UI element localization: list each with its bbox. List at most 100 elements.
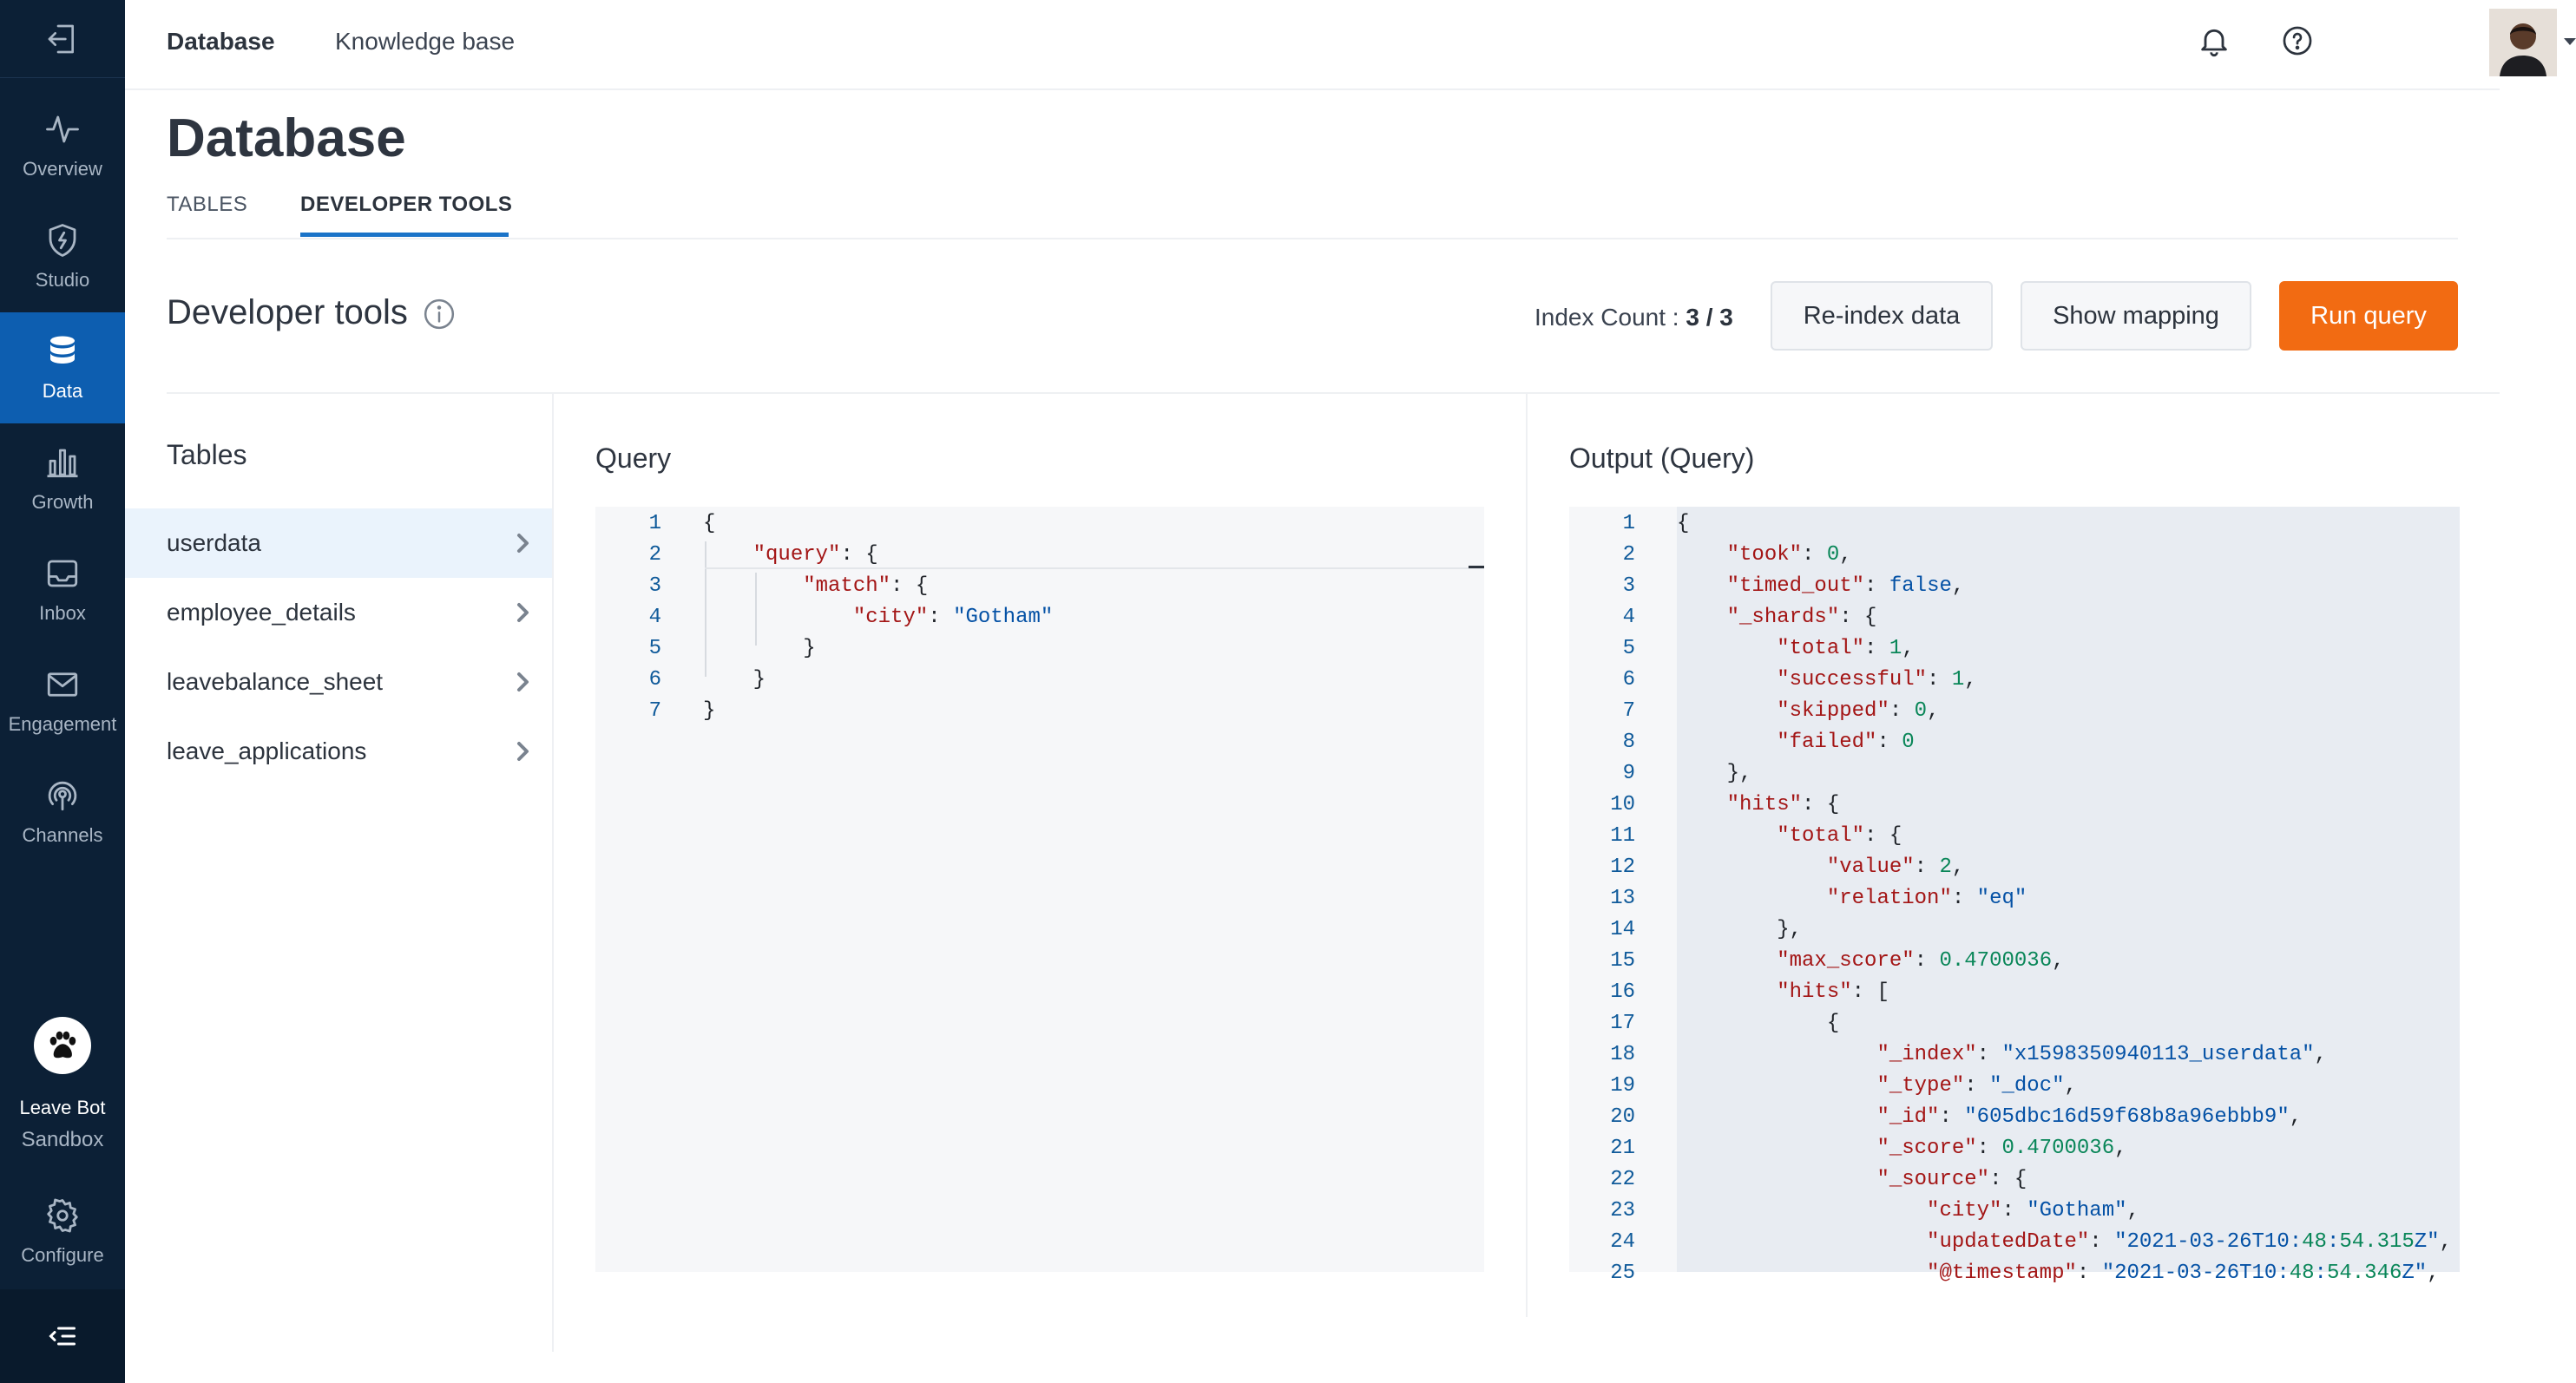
- notifications-button[interactable]: [2192, 19, 2236, 62]
- line-number: 25: [1610, 1262, 1635, 1285]
- line-number: 11: [1610, 824, 1635, 848]
- line-number: 18: [1610, 1043, 1635, 1066]
- line-number: 8: [1622, 731, 1635, 754]
- code-line: "match": {: [803, 574, 929, 598]
- bot-environment: Sandbox: [21, 1128, 104, 1151]
- account-menu-caret[interactable]: [2564, 38, 2576, 45]
- table-name: userdata: [167, 529, 261, 556]
- line-number: 12: [1610, 855, 1635, 879]
- bot-name: Leave Bot: [19, 1097, 106, 1118]
- line-number: 1: [648, 512, 661, 535]
- reindex-data-button[interactable]: Re-index data: [1771, 281, 1993, 351]
- line-number: 14: [1610, 918, 1635, 941]
- active-tab-indicator: [300, 233, 509, 237]
- code-line: "value": 2,: [1826, 855, 1965, 879]
- code-line: {: [703, 512, 716, 535]
- help-button[interactable]: [2276, 19, 2319, 62]
- sidebar-item-label: Channels: [22, 824, 103, 846]
- header-link-knowledge-base[interactable]: Knowledge base: [335, 28, 516, 55]
- sidebar-item-data[interactable]: Data: [0, 312, 125, 423]
- top-header: Database Knowledge base: [125, 0, 2576, 90]
- show-mapping-button[interactable]: Show mapping: [2021, 281, 2251, 351]
- code-line: "hits": [: [1777, 980, 1889, 1004]
- line-number: 9: [1622, 762, 1635, 785]
- output-editor[interactable]: 1{2 "took": 0,3 "timed_out": false,4 "_s…: [1569, 507, 2460, 1285]
- tabs-divider: [167, 238, 2458, 239]
- bell-icon: [2201, 29, 2227, 56]
- sidebar-item-label: Data: [42, 380, 83, 402]
- table-item-leave-applications[interactable]: leave_applications: [125, 717, 552, 786]
- scroll-marker: [1469, 566, 1484, 568]
- line-number: 15: [1610, 949, 1635, 973]
- line-number: 10: [1610, 793, 1635, 816]
- code-line: "city": "Gotham": [852, 606, 1054, 629]
- inbox-icon: [47, 560, 78, 587]
- user-photo-icon: [2489, 9, 2557, 76]
- line-number: 2: [1622, 543, 1635, 567]
- query-panel-title: Query: [595, 442, 672, 474]
- line-number: 5: [1622, 637, 1635, 660]
- query-editor[interactable]: 1{2 "query": {3 "match": {4 "city": "Got…: [595, 507, 1484, 1272]
- table-item-userdata[interactable]: userdata: [125, 508, 552, 578]
- header-link-database[interactable]: Database: [167, 28, 275, 55]
- chevron-right-icon: [517, 742, 529, 761]
- code-line: "query": {: [752, 543, 878, 567]
- line-number: 16: [1610, 980, 1635, 1004]
- exit-button[interactable]: [0, 0, 125, 78]
- sidebar-item-growth[interactable]: Growth: [0, 423, 125, 534]
- info-icon[interactable]: [422, 297, 457, 331]
- code-line: "_id": "605dbc16d59f68b8a96ebbb9",: [1876, 1105, 2303, 1129]
- sidebar-item-label: Inbox: [39, 602, 86, 624]
- code-line: {: [1677, 512, 1690, 535]
- code-line: "@timestamp": "2021-03-26T10:48:54.346Z"…: [1927, 1262, 2440, 1285]
- tab-tables[interactable]: TABLES: [167, 193, 248, 216]
- line-number: 22: [1610, 1168, 1635, 1191]
- code-line: }: [703, 699, 716, 723]
- sidebar-item-configure[interactable]: Configure: [0, 1180, 125, 1284]
- sidebar-item-inbox[interactable]: Inbox: [0, 534, 125, 646]
- code-line: {: [1677, 1012, 1840, 1035]
- code-line: }: [703, 668, 766, 692]
- sidebar-item-label: Configure: [21, 1244, 104, 1266]
- sidebar-item-channels[interactable]: Channels: [0, 757, 125, 868]
- table-name: leavebalance_sheet: [167, 668, 384, 695]
- line-number: 24: [1610, 1230, 1635, 1254]
- code-line: "hits": {: [1726, 793, 1840, 816]
- exit-icon: [48, 24, 74, 53]
- bot-avatar[interactable]: [34, 1017, 91, 1074]
- panels-divider: [1526, 392, 1528, 1317]
- selection-highlight: [1677, 507, 2460, 1272]
- code-line: "_source": {: [1876, 1168, 2027, 1191]
- activity-icon: [46, 115, 79, 143]
- database-icon: [50, 336, 75, 364]
- index-count-label: Index Count :: [1534, 304, 1686, 331]
- section-divider: [167, 392, 2500, 394]
- user-avatar[interactable]: [2489, 9, 2557, 76]
- sidebar-item-label: Studio: [35, 269, 90, 291]
- code-line: "took": 0,: [1726, 543, 1852, 567]
- tab-developer-tools[interactable]: DEVELOPER TOOLS: [300, 193, 513, 216]
- line-number: 6: [648, 668, 661, 692]
- gear-icon: [47, 1198, 78, 1233]
- line-number: 20: [1610, 1105, 1635, 1129]
- sidebar-item-studio[interactable]: Studio: [0, 201, 125, 312]
- indent-guide: [755, 573, 757, 646]
- mail-icon: [47, 672, 78, 697]
- code-line: "total": {: [1777, 824, 1902, 848]
- code-line: "_type": "_doc",: [1876, 1074, 2077, 1098]
- code-line: },: [1677, 918, 1803, 941]
- table-item-leavebalance-sheet[interactable]: leavebalance_sheet: [125, 647, 552, 717]
- help-icon: [2283, 26, 2312, 56]
- sidebar-item-engagement[interactable]: Engagement: [0, 646, 125, 757]
- code-line: "_index": "x1598350940113_userdata",: [1876, 1043, 2327, 1066]
- collapse-menu-icon: [49, 1327, 76, 1346]
- line-number: 6: [1622, 668, 1635, 692]
- run-query-button[interactable]: Run query: [2279, 281, 2458, 351]
- code-line: "updatedDate": "2021-03-26T10:48:54.315Z…: [1927, 1230, 2452, 1254]
- sidebar-item-overview[interactable]: Overview: [0, 90, 125, 201]
- index-count: Index Count : 3 / 3: [1534, 304, 1733, 331]
- table-item-employee-details[interactable]: employee_details: [125, 578, 552, 647]
- sidebar-item-label: Overview: [23, 158, 102, 180]
- paw-icon: [49, 1031, 76, 1059]
- collapse-sidebar-button[interactable]: [0, 1289, 125, 1383]
